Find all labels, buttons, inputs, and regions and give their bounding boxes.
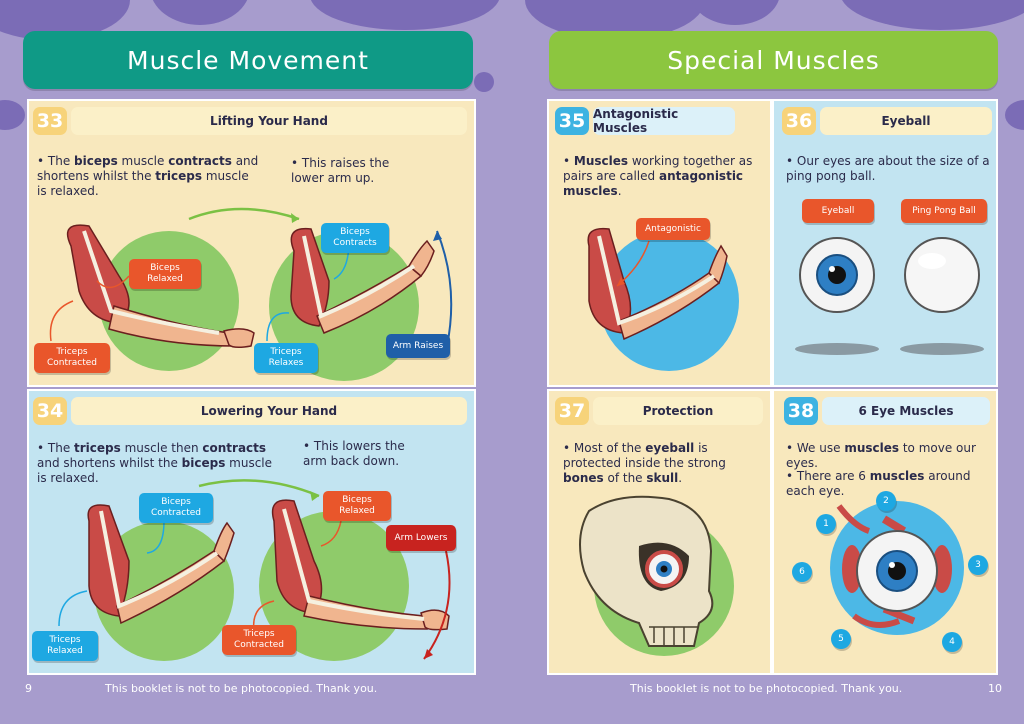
footer-notice: This booklet is not to be photocopied. T… — [105, 682, 378, 695]
eyeball-and-ball-illustration — [795, 237, 984, 355]
label-biceps-contracted: Biceps Contracted — [139, 493, 213, 523]
label-arm-lowers: Arm Lowers — [386, 525, 456, 551]
page-title-text: Special Muscles — [667, 45, 880, 75]
panel-34: 34 Lowering Your Hand • The triceps musc… — [27, 389, 476, 675]
bullet-text: • We use muscles to move our eyes. — [786, 441, 976, 470]
background-cloud — [474, 72, 494, 92]
background-cloud — [840, 0, 1024, 30]
panel-number: 36 — [782, 107, 816, 135]
panel-37: 37 Protection • Most of the eyeball is p… — [547, 389, 772, 675]
bullet-text: • Most of the eyeball is protected insid… — [563, 441, 726, 485]
panel-number: 33 — [33, 107, 67, 135]
skull-illustration — [579, 495, 714, 647]
background-cloud — [1005, 100, 1024, 130]
page-title-special-muscles: Special Muscles — [549, 31, 998, 89]
page-number: 9 — [25, 682, 32, 695]
bullet-text: • Muscles working together as pairs are … — [563, 154, 753, 198]
arm-lowering-illustration — [58, 479, 451, 660]
bullet-text: • Our eyes are about the size of a ping … — [786, 154, 990, 183]
label-biceps-relaxed: Biceps Relaxed — [323, 491, 391, 521]
page-title-text: Muscle Movement — [127, 45, 369, 75]
label-triceps-contracted: Triceps Contracted — [222, 625, 296, 655]
panel-title: 6 Eye Muscles — [822, 397, 990, 425]
panel-38: 38 6 Eye Muscles • We use muscles to mov… — [772, 389, 998, 675]
antagonistic-arm-illustration — [587, 227, 728, 341]
eye-muscle-marker-4: 4 — [942, 632, 962, 652]
bullet-text: • The biceps muscle contracts and shorte… — [37, 154, 259, 198]
panel-number: 37 — [555, 397, 589, 425]
background-cloud — [0, 100, 25, 130]
label-ping-pong-ball: Ping Pong Ball — [901, 199, 987, 223]
eye-muscle-marker-2: 2 — [876, 491, 896, 511]
panel-36: 36 Eyeball • Our eyes are about the size… — [772, 99, 998, 387]
background-cloud — [310, 0, 500, 30]
page-title-muscle-movement: Muscle Movement — [23, 31, 473, 89]
bullet-text: • The triceps muscle then contracts and … — [37, 441, 273, 485]
label-triceps-relaxed: Triceps Relaxed — [32, 631, 98, 661]
eye-muscles-illustration — [836, 504, 952, 628]
panel-title: Eyeball — [820, 107, 992, 135]
panel-title: Antagonistic Muscles — [593, 107, 735, 135]
footer-notice: This booklet is not to be photocopied. T… — [630, 682, 903, 695]
label-biceps-contracts: Biceps Contracts — [321, 223, 389, 253]
arm-relaxed-illustration — [49, 207, 453, 349]
eye-muscle-marker-5: 5 — [831, 629, 851, 649]
panel-number: 38 — [784, 397, 818, 425]
eye-muscle-marker-1: 1 — [816, 514, 836, 534]
page-number: 10 — [988, 682, 1002, 695]
panel-title: Lifting Your Hand — [71, 107, 467, 135]
bullet-text: • This raises the lower arm up. — [291, 156, 390, 185]
panel-35: 35 Antagonistic Muscles • Muscles workin… — [547, 99, 772, 387]
eye-muscle-marker-6: 6 — [792, 562, 812, 582]
label-triceps-relaxes: Triceps Relaxes — [254, 343, 318, 373]
label-arm-raises: Arm Raises — [386, 334, 450, 358]
eye-muscle-marker-3: 3 — [968, 555, 988, 575]
bullet-text: • There are 6 muscles around each eye. — [786, 469, 971, 498]
panel-number: 35 — [555, 107, 589, 135]
bullet-text: • This lowers the arm back down. — [303, 439, 405, 468]
label-triceps-contracted: Triceps Contracted — [34, 343, 110, 373]
background-cloud — [150, 0, 250, 25]
background-cloud — [690, 0, 780, 25]
label-antagonistic: Antagonistic — [636, 218, 710, 240]
panel-number: 34 — [33, 397, 67, 425]
panel-title: Lowering Your Hand — [71, 397, 467, 425]
label-biceps-relaxed: Biceps Relaxed — [129, 259, 201, 289]
panel-title: Protection — [593, 397, 763, 425]
panel-33: 33 Lifting Your Hand • The biceps muscle… — [27, 99, 476, 387]
label-eyeball: Eyeball — [802, 199, 874, 223]
